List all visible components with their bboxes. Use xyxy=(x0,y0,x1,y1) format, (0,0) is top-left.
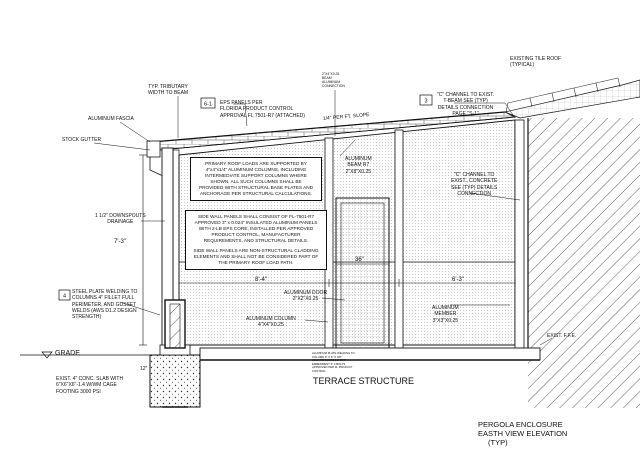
leader-lines xyxy=(93,90,553,346)
dim-left-label: 8'-4" xyxy=(255,277,267,283)
footing xyxy=(149,299,201,408)
side-wall-note: SIDE WALL PANELS SHALL CONSIST OF FL-750… xyxy=(185,210,327,270)
svg-text:4: 4 xyxy=(63,294,66,300)
svg-text:6-1: 6-1 xyxy=(204,102,212,108)
exist-ffe-label: EXIST. F.F.E. xyxy=(547,333,576,339)
height-dimension xyxy=(139,154,147,346)
gutter-label: STOCK GUTTER xyxy=(62,137,101,143)
width-dimensions xyxy=(178,263,516,287)
existing-roof-label: EXISTING TILE ROOF(TYPICAL) xyxy=(510,56,562,69)
ref-tag-eps: 6-1 xyxy=(200,97,216,109)
title-line-3: (TYP) xyxy=(488,438,508,447)
c-channel-exist-label: "C" CHANNEL TO EXIST.T-BEAM SEE (TYP)DET… xyxy=(437,92,495,117)
dim-right-label: 6'-3" xyxy=(452,277,464,283)
grade-slab xyxy=(20,347,541,361)
drawing-title: PERGOLA ENCLOSURE EASTH VIEW ELEVATION (… xyxy=(478,420,567,447)
slab-dim-label: 12" xyxy=(140,366,148,372)
terrace-label: TERRACE STRUCTURE xyxy=(313,376,414,386)
existing-tile-roof xyxy=(503,77,640,119)
side-wall-note-2: SIDE WALL PANELS ARE NON-STRUCTURAL CLAD… xyxy=(193,248,319,265)
pergola-roof xyxy=(151,111,517,151)
fascia-label: ALUMINUM FASCIA xyxy=(88,116,135,122)
grade-label: GRADE xyxy=(55,350,80,357)
aluminum-door xyxy=(335,197,390,349)
existing-wall xyxy=(527,118,640,408)
height-label: 7'-3" xyxy=(114,239,126,245)
svg-text:3: 3 xyxy=(424,99,427,105)
title-line-2: EASTH VIEW ELEVATION xyxy=(478,429,568,438)
ref-tag-steel: 4 xyxy=(58,289,71,301)
title-line-1: PERGOLA ENCLOSURE xyxy=(478,420,563,429)
side-wall-note-1: SIDE WALL PANELS SHALL CONSIST OF FL-750… xyxy=(194,214,318,243)
door-width-label: 36" xyxy=(355,257,364,263)
ref-tag-c-channel: 3 xyxy=(419,94,433,106)
slope-label: 1/4" PER FT. SLOPE xyxy=(323,112,371,122)
gutter-fascia xyxy=(146,140,164,177)
